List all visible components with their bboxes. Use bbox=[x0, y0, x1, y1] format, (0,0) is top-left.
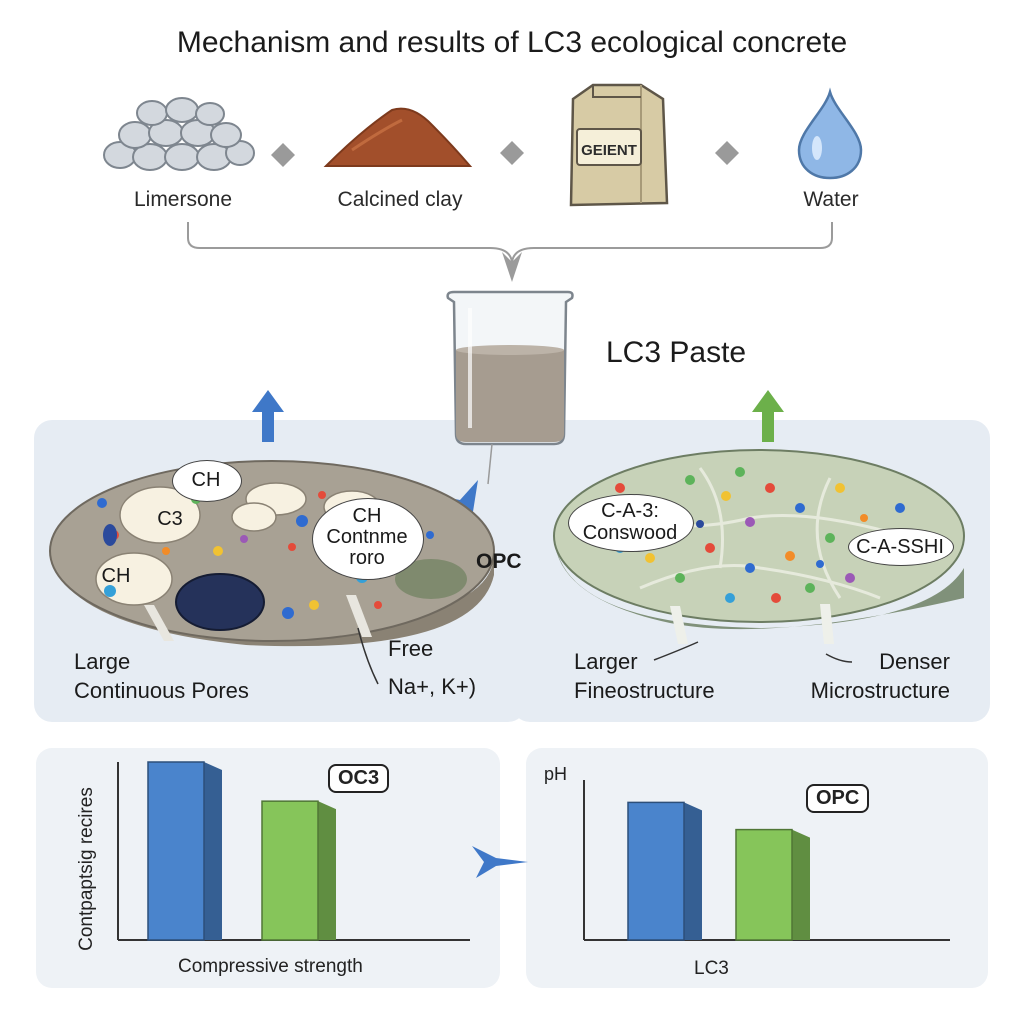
opc-center-label: OPC bbox=[476, 550, 522, 573]
strength-chart-bar-1 bbox=[261, 800, 319, 941]
strength-chart-legend: OC3 bbox=[328, 764, 390, 793]
plus-diamond-icon bbox=[271, 143, 295, 167]
opc-caption-left: Large Continuous Pores bbox=[74, 649, 249, 703]
ch-continuous-pore-bubble bbox=[312, 498, 424, 580]
arrow-right-blue-icon bbox=[472, 846, 528, 878]
ph-chart-legend: OPC bbox=[806, 784, 870, 813]
ch-bubble bbox=[172, 460, 242, 502]
c-a-s-consumed-bubble bbox=[568, 494, 694, 552]
ph-chart-bar-1 bbox=[735, 828, 793, 941]
cement-bag-label: GEIENT bbox=[581, 142, 637, 159]
plus-diamond-icon bbox=[500, 141, 524, 165]
arrow-up-green-icon bbox=[752, 390, 784, 442]
ingredient-label-water: Water bbox=[803, 188, 859, 211]
clay-pile-icon bbox=[323, 107, 473, 167]
strength-chart-ylabel: Contpaptsig recires bbox=[76, 787, 97, 951]
lc3-caption-left: Larger Fineostructure bbox=[574, 649, 715, 703]
strength-chart-xlabel: Compressive strength bbox=[178, 956, 363, 977]
lc3-slab bbox=[553, 449, 965, 644]
diagram-title: Mechanism and results of LC3 ecological … bbox=[176, 26, 848, 59]
strength-chart-bar-0 bbox=[147, 761, 205, 941]
ph-chart-bar-side-1 bbox=[792, 829, 810, 940]
ingredient-label-calcined-clay: Calcined clay bbox=[337, 188, 463, 211]
cement-bag-icon bbox=[569, 83, 669, 207]
lc3-caption-right: Denser Microstructure bbox=[810, 649, 950, 703]
opc-slab bbox=[49, 460, 495, 647]
lc3-paste-label: LC3 Paste bbox=[606, 336, 747, 369]
plus-diamond-icon bbox=[715, 141, 739, 165]
opc-caption-right: Free Na+, K+) bbox=[388, 636, 477, 699]
c-a-s-h-bubble bbox=[848, 528, 954, 566]
water-drop-icon bbox=[797, 87, 863, 180]
ingredient-label-limestone: Limersone bbox=[133, 188, 233, 211]
beaker-icon bbox=[446, 290, 574, 485]
strength-chart-bar-side-0 bbox=[204, 762, 222, 940]
strength-chart-bar-side-1 bbox=[318, 801, 336, 940]
arrow-up-blue-icon bbox=[252, 390, 284, 442]
ph-chart-ylabel: pH bbox=[544, 764, 568, 784]
ph-chart-xlabel: LC3 bbox=[694, 958, 729, 979]
limestone-pile-icon bbox=[103, 97, 255, 171]
merge-bracket bbox=[187, 222, 833, 282]
ph-chart-bar-0 bbox=[627, 801, 685, 941]
ph-chart-bar-side-0 bbox=[684, 802, 702, 940]
